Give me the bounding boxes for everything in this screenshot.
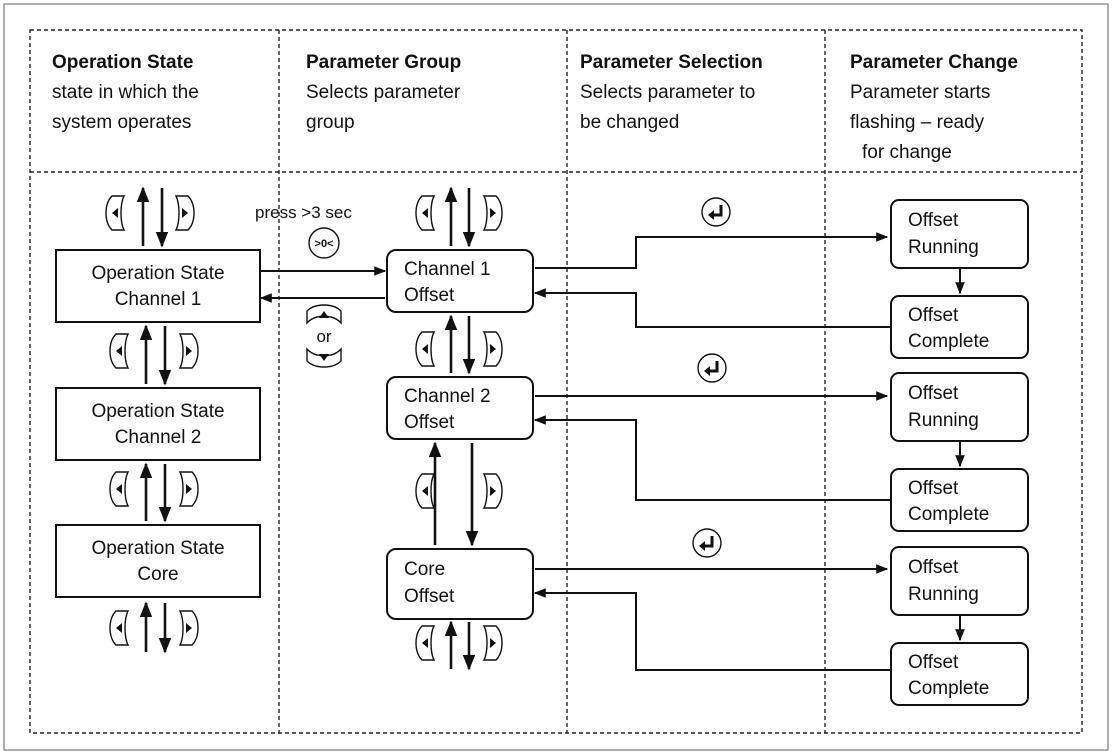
box-label: Complete	[908, 504, 989, 525]
enter-key-icon	[700, 196, 732, 228]
box-label: Offset	[404, 285, 455, 306]
enter-key-icon	[696, 352, 728, 384]
box-label: Running	[908, 237, 979, 258]
left-arrow-key-icon	[109, 610, 129, 646]
column-header-parameter-selection: Parameter Selection Selects parameter to…	[580, 52, 763, 133]
right-arrow-key-icon	[483, 195, 503, 231]
back-to-group-arrow	[533, 415, 891, 501]
box-label: Offset	[908, 305, 959, 326]
back-to-group-arrow	[533, 588, 891, 671]
header-title: Parameter Selection	[580, 52, 763, 73]
header-title: Operation State	[52, 52, 193, 73]
header-desc: for change	[862, 142, 952, 163]
right-arrow-key-icon	[483, 473, 503, 509]
header-desc: Selects parameter to	[580, 82, 755, 103]
outer-frame	[3, 3, 1109, 751]
header-desc: group	[306, 112, 355, 133]
box-label: Offset	[908, 210, 959, 231]
zero-key-label: >0<	[315, 238, 334, 250]
box-label: Offset	[908, 478, 959, 499]
header-desc: Selects parameter	[306, 82, 461, 103]
enter-key-icon	[691, 527, 723, 559]
operation-state-core-box	[55, 524, 261, 598]
left-arrow-key-icon	[109, 333, 129, 369]
right-arrow-key-icon	[179, 610, 199, 646]
header-title: Parameter Group	[306, 52, 461, 73]
header-desc: Parameter starts	[850, 82, 990, 103]
or-label: or	[316, 327, 331, 346]
left-arrow-key-icon	[415, 625, 435, 661]
box-label: Operation State	[91, 538, 224, 559]
parameter-group-column: Channel 1 Offset Channel 2 Offset Core O…	[386, 186, 534, 671]
box-label: Complete	[908, 331, 989, 352]
press-hold-label: press >3 sec	[255, 203, 352, 222]
to-offset-running-arrow	[535, 232, 889, 269]
header-desc: be changed	[580, 112, 679, 133]
right-arrow-key-icon	[179, 333, 199, 369]
left-arrow-key-icon	[415, 195, 435, 231]
box-label: Channel 1	[115, 289, 202, 310]
header-title: Parameter Change	[850, 52, 1018, 73]
offset-complete-box	[890, 295, 1029, 359]
offset-complete-box	[890, 642, 1029, 706]
header-desc: state in which the	[52, 82, 199, 103]
channel-1-offset-box	[386, 249, 534, 313]
box-label: Complete	[908, 678, 989, 699]
parameter-change-column: Offset Running Offset Complete Offset Ru…	[890, 199, 1029, 706]
box-label: Channel 2	[115, 427, 202, 448]
box-label: Channel 2	[404, 386, 491, 407]
header-desc: system operates	[52, 112, 191, 133]
right-arrow-key-icon	[483, 331, 503, 367]
up-arrow-key-icon	[306, 304, 342, 324]
box-label: Running	[908, 584, 979, 605]
header-desc: flashing – ready	[850, 112, 985, 133]
mode-transition: press >3 sec >0< or	[255, 203, 387, 368]
parameter-selection-column	[533, 196, 891, 671]
operation-state-column: Operation State Channel 1 Operation Stat…	[55, 186, 261, 654]
channel-2-offset-box	[386, 376, 534, 440]
offset-complete-box	[890, 468, 1029, 532]
zero-key-icon: >0<	[308, 227, 340, 259]
box-label: Offset	[404, 412, 455, 433]
box-label: Operation State	[91, 401, 224, 422]
operation-state-channel-1-box	[55, 249, 261, 323]
right-arrow-key-icon	[179, 471, 199, 507]
box-label: Channel 1	[404, 259, 491, 280]
box-label: Core	[137, 564, 178, 585]
back-to-group-arrow	[533, 288, 891, 328]
core-offset-box	[386, 548, 534, 620]
column-header-parameter-change: Parameter Change Parameter starts flashi…	[850, 52, 1018, 163]
box-label: Operation State	[91, 263, 224, 284]
box-label: Offset	[908, 557, 959, 578]
column-header-parameter-group: Parameter Group Selects parameter group	[306, 52, 461, 133]
left-arrow-key-icon	[109, 471, 129, 507]
left-arrow-key-icon	[105, 195, 125, 231]
right-arrow-key-icon	[483, 625, 503, 661]
box-label: Offset	[908, 383, 959, 404]
box-label: Offset	[404, 586, 455, 607]
left-arrow-key-icon	[415, 331, 435, 367]
left-arrow-key-icon	[415, 473, 435, 509]
right-arrow-key-icon	[175, 195, 195, 231]
operation-state-channel-2-box	[55, 387, 261, 461]
box-label: Offset	[908, 652, 959, 673]
down-arrow-key-icon	[306, 348, 342, 368]
box-label: Core	[404, 559, 445, 580]
column-header-operation-state: Operation State state in which the syste…	[52, 52, 199, 133]
box-label: Running	[908, 410, 979, 431]
